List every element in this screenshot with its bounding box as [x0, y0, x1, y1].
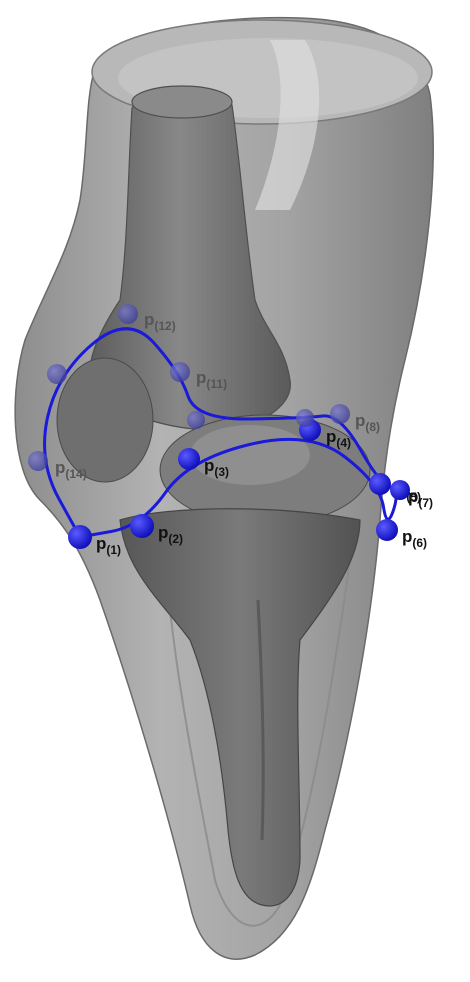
control-point-marker — [68, 525, 92, 549]
control-point-marker — [296, 409, 314, 427]
control-point-marker — [390, 480, 410, 500]
control-point — [296, 409, 314, 427]
control-point-marker — [376, 519, 398, 541]
control-point: p(7) — [390, 480, 433, 510]
control-point-marker — [118, 304, 138, 324]
control-point-marker — [28, 451, 48, 471]
control-point — [47, 364, 67, 384]
control-point — [187, 411, 205, 429]
control-point-marker — [187, 411, 205, 429]
control-point-marker — [178, 448, 200, 470]
control-point-label: p(6) — [402, 527, 427, 550]
control-point: p(6) — [376, 519, 427, 550]
control-point-marker — [369, 473, 391, 495]
control-point-marker — [330, 404, 350, 424]
control-point-marker — [170, 362, 190, 382]
control-point-marker — [130, 514, 154, 538]
control-point-marker — [47, 364, 67, 384]
